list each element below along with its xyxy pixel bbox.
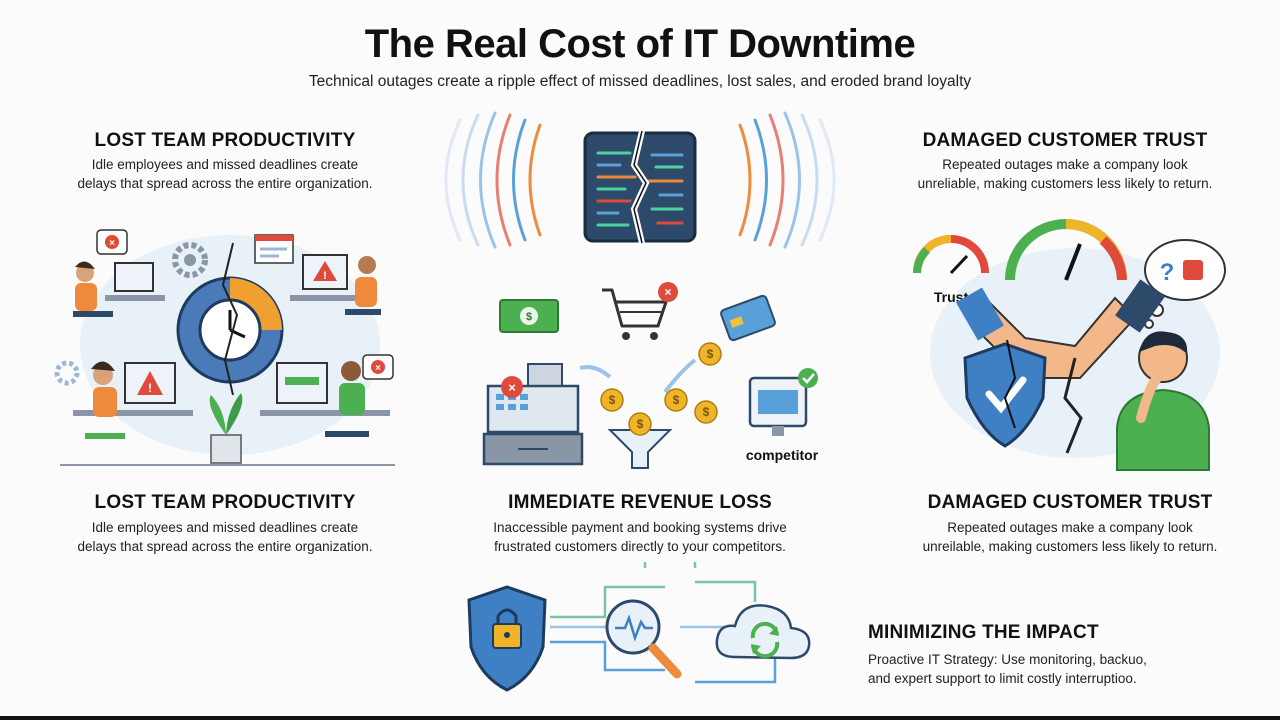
impact-text: Proactive IT Strategy: Use monitoring, b… — [868, 652, 1147, 686]
svg-text:$: $ — [707, 347, 714, 361]
plant-icon — [209, 393, 243, 464]
cracked-shield-icon — [963, 339, 1047, 448]
small-gear-icon — [172, 242, 208, 278]
minimizing-impact-illustration — [467, 562, 811, 692]
svg-text:×: × — [375, 363, 381, 374]
svg-text:$: $ — [637, 417, 644, 431]
impact-heading: MINIMIZING THE IMPACT — [868, 622, 1099, 643]
center-text: Inaccessible payment and booking systems… — [493, 520, 787, 554]
cracked-server-illustration — [444, 111, 836, 249]
browser-window-icon — [254, 234, 294, 264]
page-title: The Real Cost of IT Downtime — [364, 22, 916, 66]
bottom-right-text: Repeated outages make a company look unr… — [922, 520, 1218, 554]
svg-text:$: $ — [609, 393, 616, 407]
svg-text:!: ! — [148, 381, 152, 395]
thinking-person-icon — [1116, 331, 1210, 471]
lock-shield-icon — [467, 585, 547, 692]
bottom-left-text: Idle employees and missed deadlines crea… — [77, 520, 373, 554]
desk-bottom-right — [260, 361, 390, 437]
ripple-waves-right — [738, 111, 836, 249]
page-subtitle: Technical outages create a ripple effect… — [308, 73, 972, 90]
svg-text:!: ! — [323, 270, 327, 282]
svg-text:×: × — [109, 238, 115, 249]
credit-card-icon — [720, 294, 776, 342]
error-bubble-icon-right: × — [362, 354, 394, 380]
svg-text:×: × — [664, 285, 671, 299]
top-right-heading: DAMAGED CUSTOMER TRUST — [922, 130, 1208, 151]
office-productivity-illustration: × × ! — [54, 229, 395, 466]
ripple-waves-left — [444, 111, 542, 249]
svg-text:$: $ — [673, 393, 680, 407]
small-gear-icon-left — [54, 360, 80, 386]
top-right-text: Repeated outages make a company look unr… — [917, 157, 1213, 191]
error-bubble-icon: × — [96, 229, 128, 255]
cash-icon: $ — [499, 299, 559, 333]
competitor-label: competitor — [746, 447, 819, 463]
svg-text:?: ? — [1160, 259, 1175, 286]
desk-top-right: ! — [290, 254, 381, 315]
trust-gauge-icon — [913, 235, 989, 275]
cash-register-icon: × — [482, 363, 584, 466]
bottom-left-heading: LOST TEAM PRODUCTIVITY — [94, 492, 356, 513]
top-left-heading: LOST TEAM PRODUCTIVITY — [94, 130, 356, 151]
magnifier-monitoring-icon — [605, 599, 682, 679]
cart-icon: × — [602, 282, 678, 340]
gear-clock-icon — [176, 242, 284, 396]
customer-trust-illustration: Trust ? — [913, 219, 1226, 471]
coin-funnel-icon: $ $ $ $ $ — [579, 342, 722, 469]
large-gauge-icon — [1005, 219, 1127, 281]
top-left-text: Idle employees and missed deadlines crea… — [77, 157, 373, 191]
bottom-right-heading: DAMAGED CUSTOMER TRUST — [927, 492, 1213, 513]
svg-text:×: × — [508, 380, 516, 395]
svg-text:$: $ — [526, 311, 532, 323]
competitor-icon — [748, 368, 818, 436]
svg-text:$: $ — [703, 405, 710, 419]
desk-top-left — [73, 261, 165, 317]
desk-bottom-left: ! — [73, 361, 193, 439]
server-chip — [583, 130, 697, 244]
revenue-loss-illustration: $ × × — [482, 282, 819, 469]
crack-mark — [1063, 357, 1083, 454]
cloud-sync-icon — [715, 604, 811, 660]
center-heading: IMMEDIATE REVENUE LOSS — [508, 492, 772, 513]
